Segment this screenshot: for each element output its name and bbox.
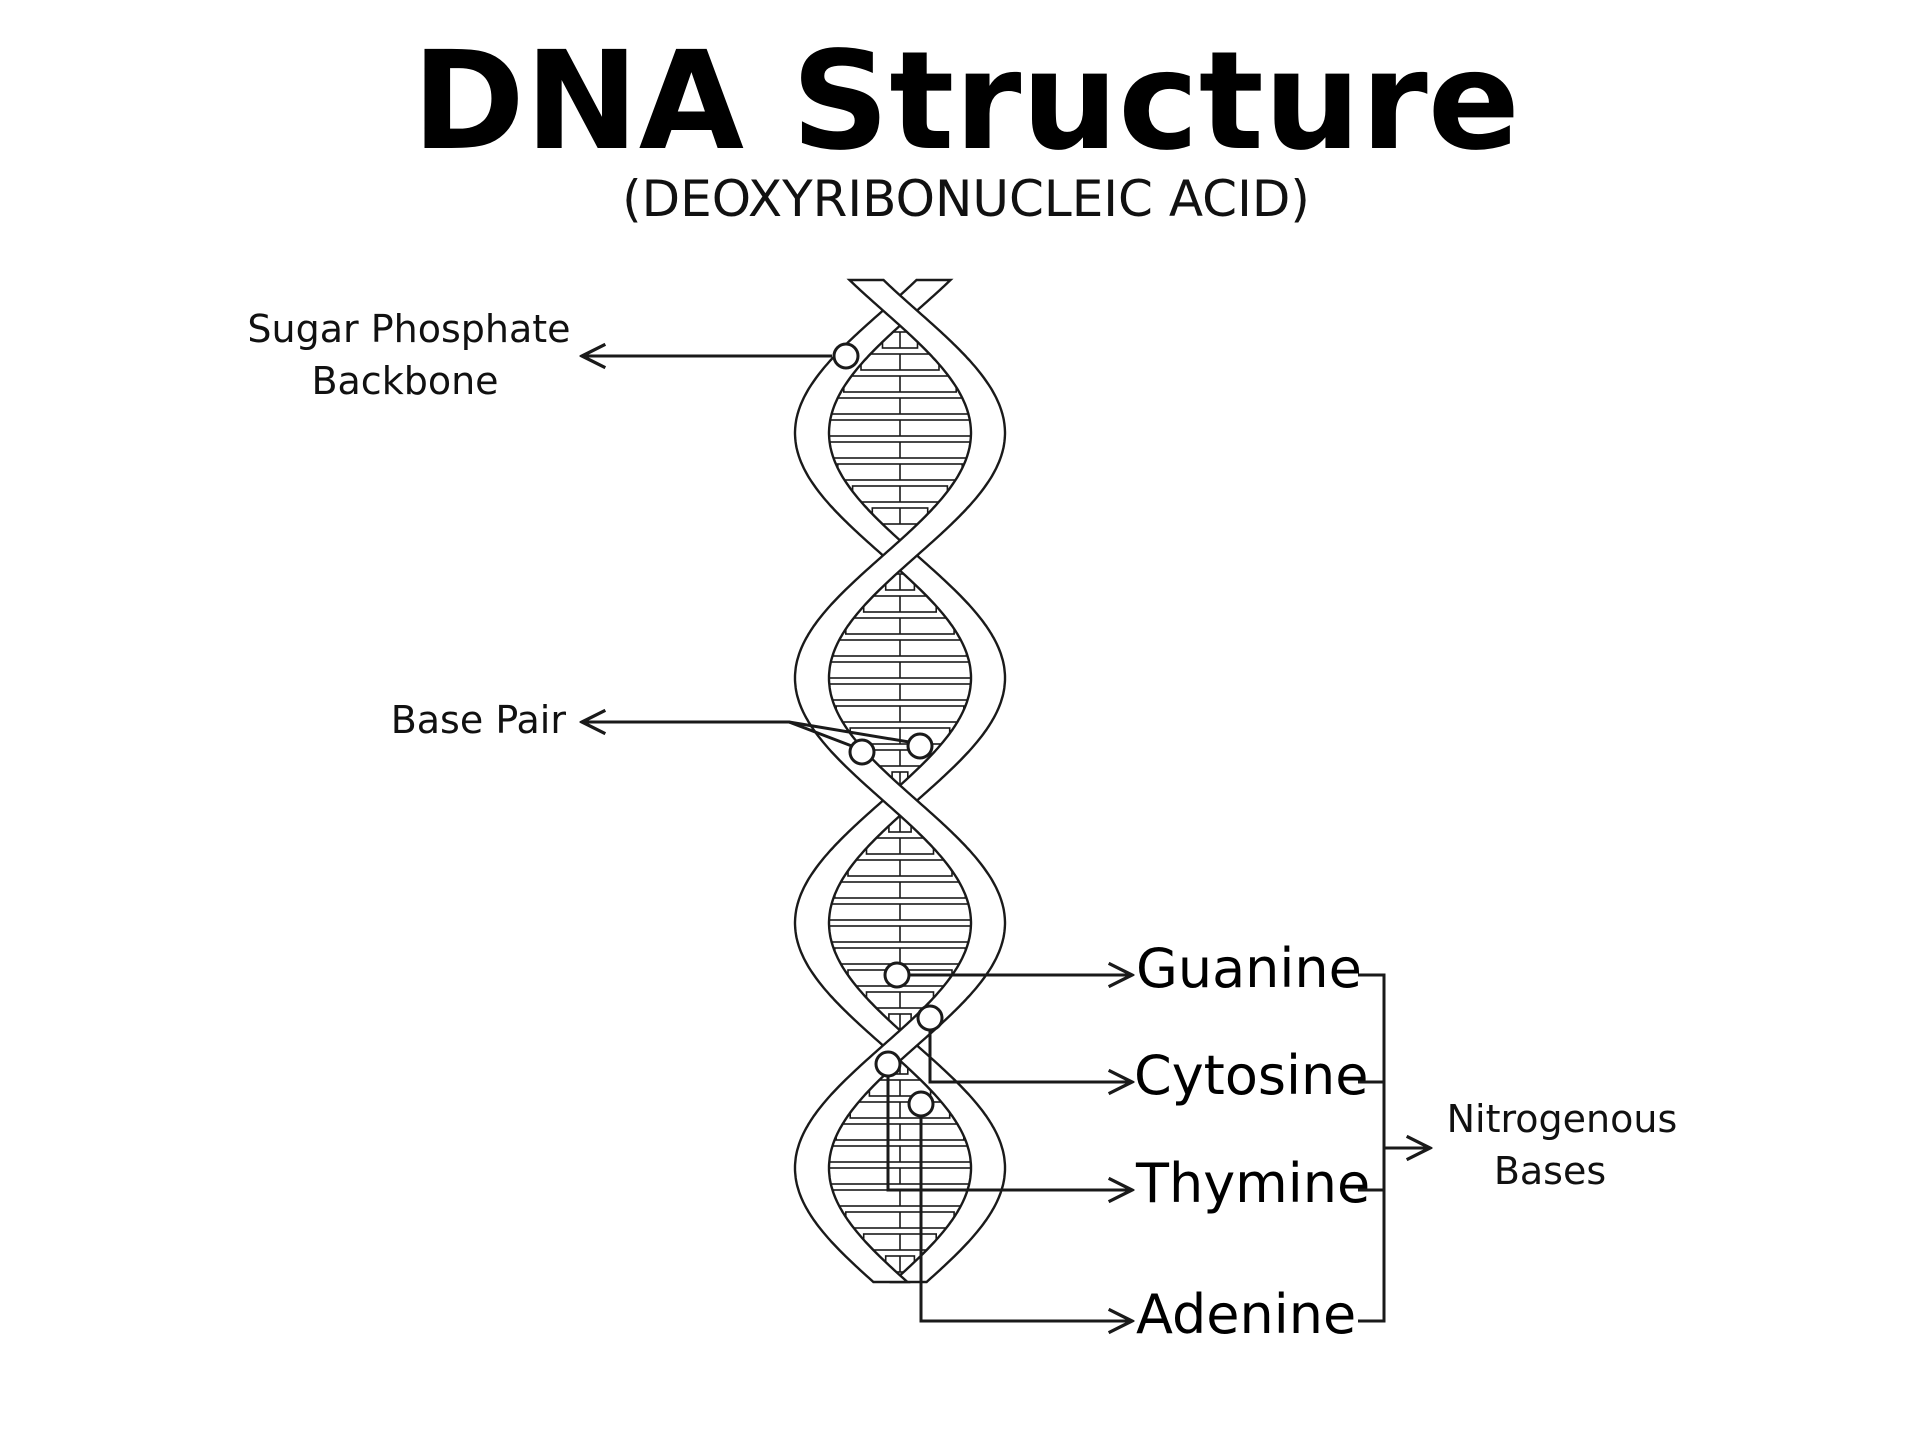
nitrogenous-bases-label: Nitrogenous Bases <box>1447 1097 1690 1193</box>
backbone-marker <box>832 342 860 370</box>
page-title: DNA Structure <box>412 23 1520 181</box>
thymine-marker <box>874 1050 902 1078</box>
guanine-label: Guanine <box>1136 937 1362 1000</box>
adenine-label: Adenine <box>1136 1283 1356 1346</box>
cytosine-label: Cytosine <box>1134 1044 1368 1107</box>
thymine-arrow <box>886 1076 1132 1190</box>
marker-circles <box>832 342 944 1118</box>
backbone-strand-a <box>793 278 1007 1284</box>
cytosine-marker <box>916 1004 944 1032</box>
page-subtitle: (DEOXYRIBONUCLEIC ACID) <box>622 170 1310 228</box>
base-pair-leader <box>788 720 916 745</box>
guanine-marker <box>883 961 911 989</box>
bases-bracket <box>1358 973 1386 1323</box>
cytosine-arrow <box>928 1030 1132 1082</box>
backbone-strand-b <box>793 278 1007 1284</box>
adenine-marker <box>907 1090 935 1118</box>
adenine-arrow <box>919 1116 1132 1321</box>
backbone-label: Sugar Phosphate Backbone <box>247 307 582 403</box>
base-pair-marker-left <box>848 738 876 766</box>
base-pair-label: Base Pair <box>391 698 567 742</box>
leader-lines <box>582 356 1430 1321</box>
sugar-phosphate-strands <box>793 278 1007 1284</box>
thymine-label: Thymine <box>1135 1152 1370 1215</box>
base-pair-marker-right <box>906 732 934 760</box>
